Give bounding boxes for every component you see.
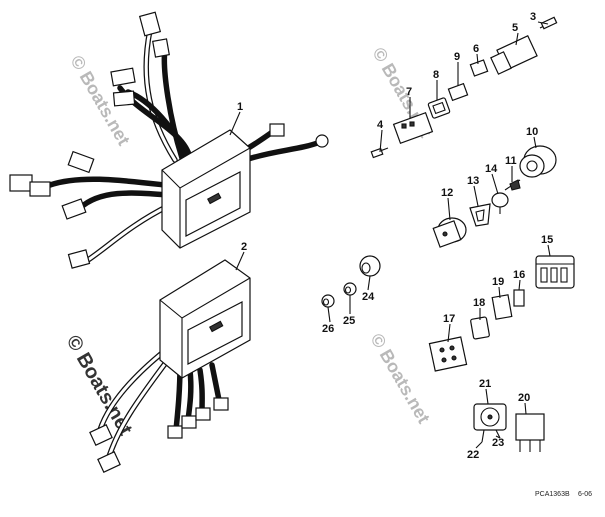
part-7-housing (392, 112, 434, 144)
part-17-housing (428, 336, 468, 372)
callout-2: 2 (241, 241, 247, 253)
callout-12: 12 (441, 187, 453, 199)
part-13-seal (469, 203, 491, 227)
callout-7: 7 (406, 86, 412, 98)
part-24-grommet (359, 255, 381, 277)
callout-6: 6 (473, 43, 479, 55)
callout-numbers: 1 2 3 4 5 6 7 8 9 10 11 12 13 14 15 16 1… (237, 11, 553, 461)
module-1-harness (9, 11, 329, 269)
callout-19: 19 (492, 276, 504, 288)
callout-23: 23 (492, 437, 504, 449)
callout-4: 4 (377, 119, 384, 131)
callout-25: 25 (343, 315, 355, 327)
part-20-relay (515, 413, 545, 452)
part-5-connector (490, 35, 538, 75)
callout-22: 22 (467, 449, 479, 461)
part-26-grommet (321, 294, 335, 308)
part-12-housing (432, 217, 467, 248)
callout-9: 9 (454, 51, 460, 63)
callout-5: 5 (512, 22, 518, 34)
callout-13: 13 (467, 175, 479, 187)
part-19-seal (491, 294, 513, 320)
callout-14: 14 (485, 163, 498, 175)
part-25-grommet (343, 282, 357, 296)
callout-21: 21 (479, 378, 491, 390)
part-16-lock (513, 289, 525, 307)
part-4-terminal (370, 147, 389, 159)
callout-3: 3 (530, 11, 536, 23)
callout-16: 16 (513, 269, 525, 281)
leader-lines (229, 21, 551, 449)
callout-11: 11 (505, 155, 517, 167)
callout-8: 8 (433, 69, 439, 81)
callout-17: 17 (443, 313, 455, 325)
part-18-seal (470, 316, 490, 340)
footer-rev: 6-06 (578, 491, 592, 498)
callout-15: 15 (541, 234, 553, 246)
callout-10: 10 (526, 126, 538, 138)
part-10-boot (519, 145, 557, 178)
watermark-bottom-right: © Boats.net (367, 330, 434, 427)
module-2-box (89, 259, 251, 473)
part-15-connector (535, 255, 575, 289)
part-11-terminal (504, 179, 521, 191)
part-22-23-terminals (481, 429, 501, 443)
callout-1: 1 (237, 101, 243, 113)
callout-20: 20 (518, 392, 530, 404)
part-9-clip (447, 82, 469, 102)
part-21-socket (473, 403, 507, 431)
callout-26: 26 (322, 323, 334, 335)
footer-code: PCA1363B (535, 491, 570, 498)
callout-18: 18 (473, 297, 485, 309)
part-14-connector (491, 192, 509, 214)
part-8-seal (427, 97, 451, 119)
callout-24: 24 (362, 291, 375, 303)
part-6-lock (469, 59, 489, 77)
